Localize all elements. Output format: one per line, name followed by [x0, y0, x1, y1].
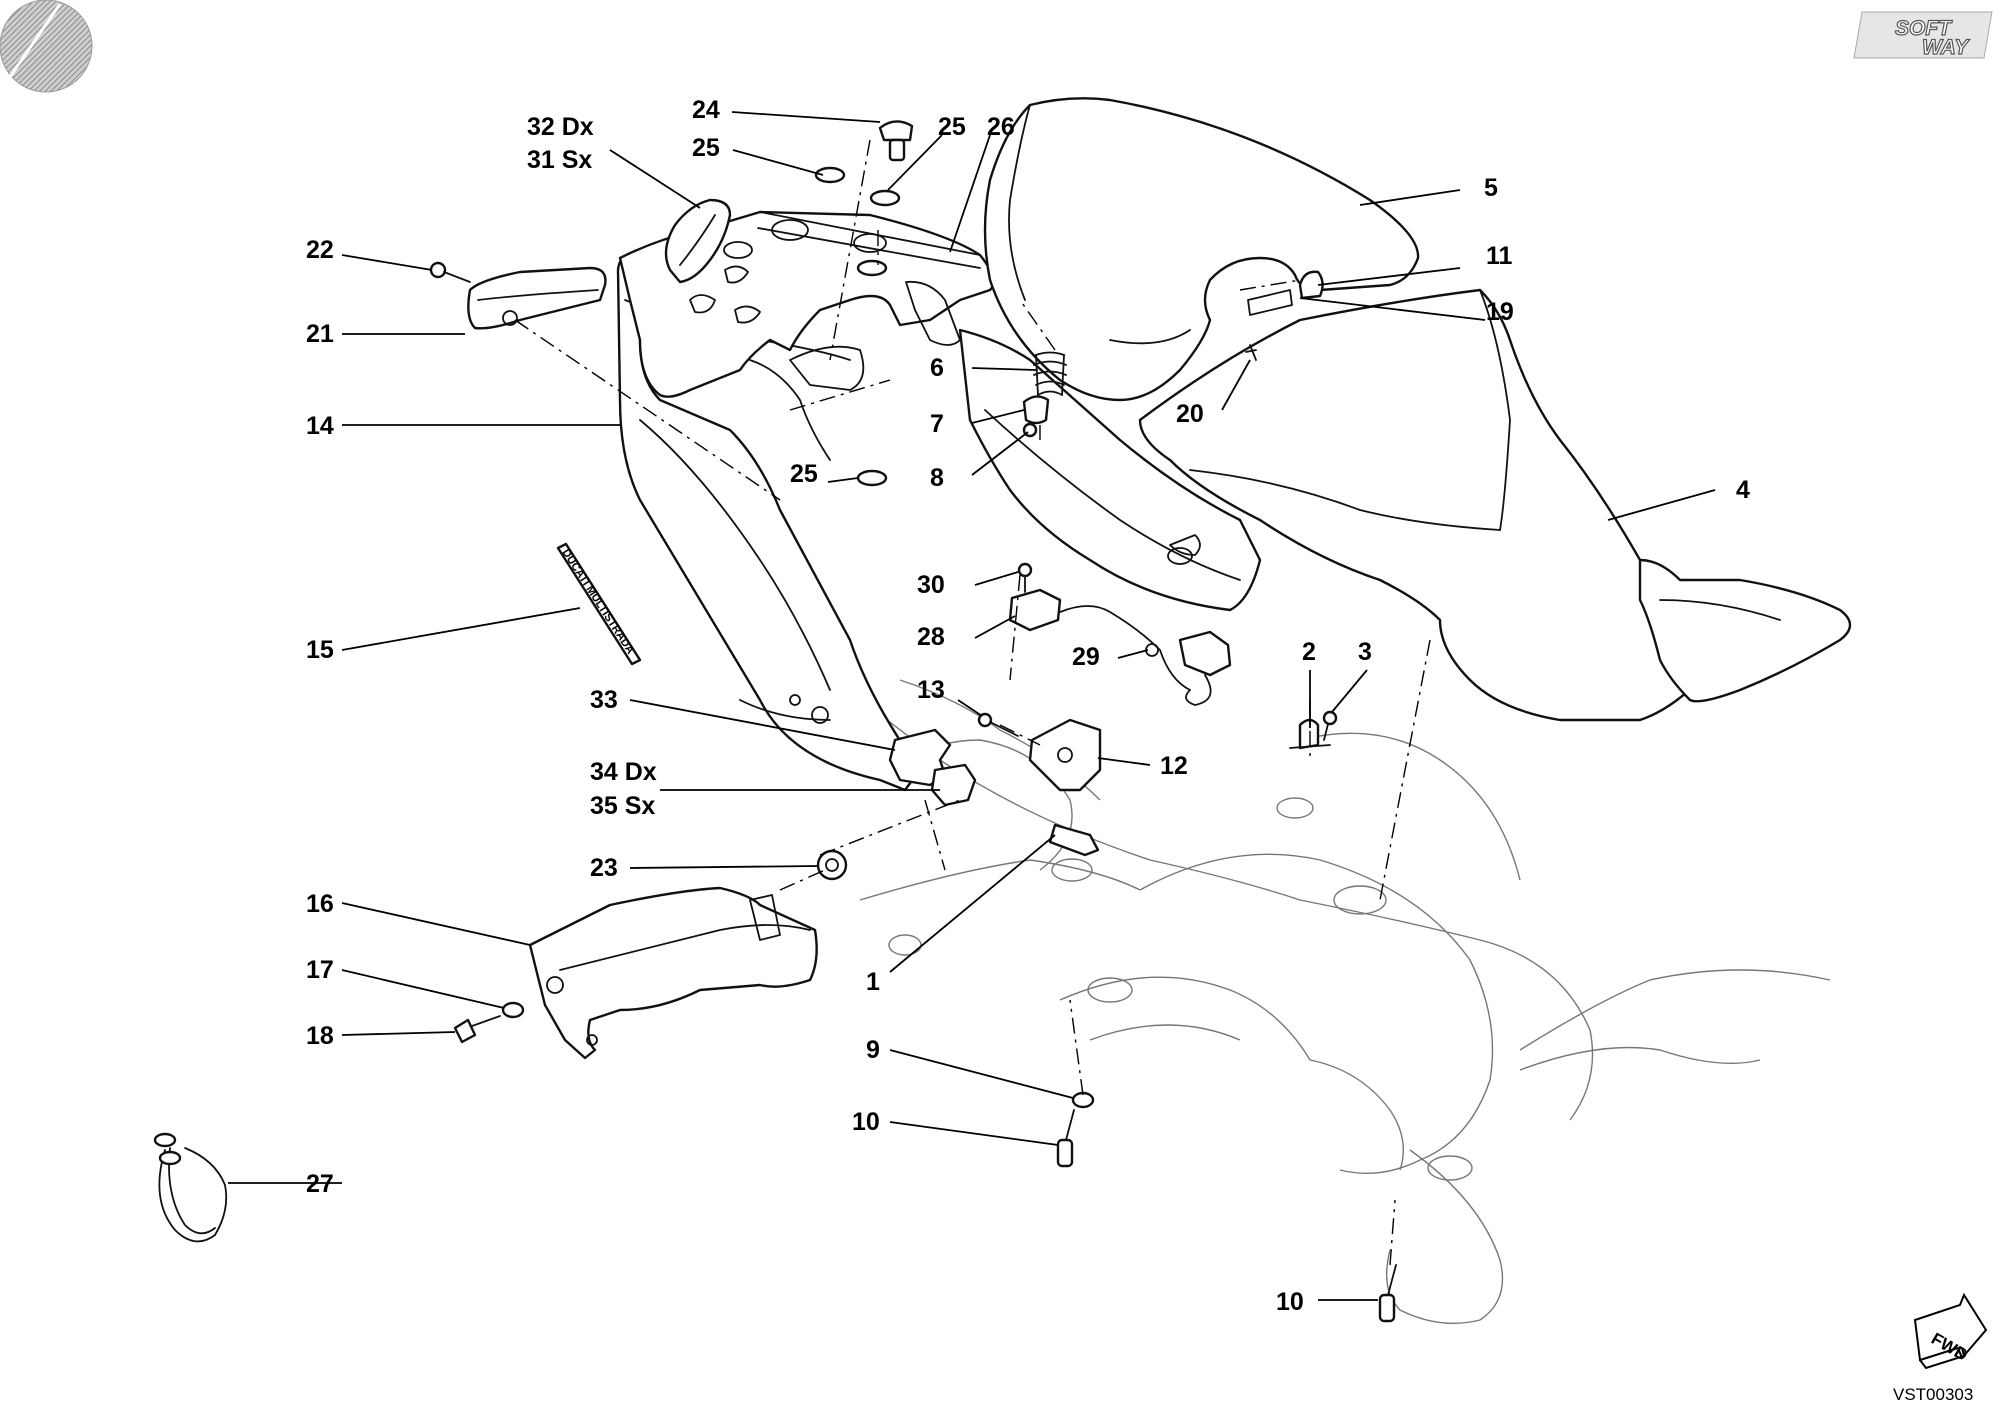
- callout-5: 5: [1484, 174, 1498, 202]
- callout-31: 31 Sx: [527, 146, 592, 174]
- callout-30: 30: [917, 571, 945, 599]
- callout-26: 26: [987, 113, 1015, 141]
- callout-12: 12: [1160, 752, 1188, 780]
- screw-13: [977, 712, 1019, 737]
- washer-9: [1071, 1091, 1095, 1109]
- screw-22: [429, 261, 471, 283]
- rider-seat[interactable]: [1138, 288, 1852, 722]
- washer-17: [501, 1001, 525, 1019]
- callout-35: 35 Sx: [590, 792, 655, 820]
- callout-7: 7: [930, 410, 944, 438]
- svg-text:WAY: WAY: [1922, 36, 1970, 59]
- callout-10: 10: [852, 1108, 880, 1136]
- callout-23: 23: [590, 854, 618, 882]
- bolt-24: [878, 120, 914, 162]
- forward-direction-marker: FWD: [1913, 1292, 1988, 1370]
- callout-1: 1: [866, 968, 880, 996]
- decal-15: DUCATI MULTISTRADA: [556, 542, 642, 666]
- bracket-12: [1028, 718, 1102, 792]
- bracket-16: [528, 886, 818, 1060]
- callout-33: 33: [590, 686, 618, 714]
- callout-4: 4: [1736, 476, 1750, 504]
- callout-14: 14: [306, 412, 334, 440]
- cable-27: [153, 1132, 228, 1243]
- pin-1: [1048, 823, 1100, 857]
- pillion-seat[interactable]: [983, 97, 1420, 402]
- spring-6: [1033, 351, 1067, 396]
- callout-11: 11: [1486, 242, 1513, 270]
- callout-20: 20: [1176, 400, 1204, 428]
- bushing-7: [1022, 395, 1050, 425]
- callout-32: 32 Dx: [527, 113, 594, 141]
- callout-13: 13: [917, 676, 945, 704]
- callout-27: 27: [306, 1170, 334, 1198]
- callout-3: 3: [1358, 638, 1372, 666]
- washer-25c: [856, 469, 888, 487]
- callout-8: 8: [930, 464, 944, 492]
- callout-21: 21: [306, 320, 334, 348]
- grommet-23: [816, 849, 848, 881]
- grab-handle-32-31: [664, 198, 732, 284]
- screw-10b: [1378, 1264, 1397, 1323]
- drawing-code: VST00303: [1893, 1385, 1973, 1404]
- clip-2-3: [1289, 710, 1338, 750]
- callout-15: 15: [306, 636, 334, 664]
- callout-labels: 24 25 25 25 26 32 Dx 31 Sx 5 22 21 11 19…: [306, 96, 1750, 1316]
- pad-34-35: [930, 763, 977, 807]
- callout-9: 9: [866, 1036, 880, 1064]
- callout-2: 2: [1302, 638, 1316, 666]
- callout-22: 22: [306, 236, 334, 264]
- latch-hook-11-19-20: [1245, 270, 1324, 361]
- taillight-21: [467, 266, 607, 330]
- callout-34: 34 Dx: [590, 758, 657, 786]
- svg-text:DUCATI MULTISTRADA: DUCATI MULTISTRADA: [559, 547, 636, 656]
- callout-17: 17: [306, 956, 334, 984]
- callout-19: 19: [1486, 298, 1514, 326]
- screw-18: [453, 1015, 501, 1044]
- callout-24: 24: [692, 96, 720, 124]
- callout-18: 18: [306, 1022, 334, 1050]
- callout-25: 25: [790, 460, 818, 488]
- leader-lines: [228, 111, 1716, 1301]
- callout-25: 25: [938, 113, 966, 141]
- screw-10a: [1056, 1109, 1075, 1168]
- callout-25: 25: [692, 134, 720, 162]
- upper-tray: [618, 210, 995, 398]
- callout-10: 10: [1276, 1288, 1304, 1316]
- screw-30: [1017, 562, 1033, 593]
- callout-16: 16: [306, 890, 334, 918]
- washer-25b: [869, 189, 901, 207]
- svg-text:SOFT: SOFT: [1895, 17, 1953, 40]
- callout-6: 6: [930, 354, 944, 382]
- washer-25d: [856, 259, 888, 277]
- seat-release-29: [1145, 630, 1232, 706]
- callout-29: 29: [1072, 643, 1100, 671]
- lock-28: [1008, 588, 1191, 691]
- washer-25a: [814, 166, 846, 184]
- callout-28: 28: [917, 623, 945, 651]
- softway-logo: SOFT WAY: [1853, 11, 1993, 60]
- corner-disc-mark: [0, 0, 93, 93]
